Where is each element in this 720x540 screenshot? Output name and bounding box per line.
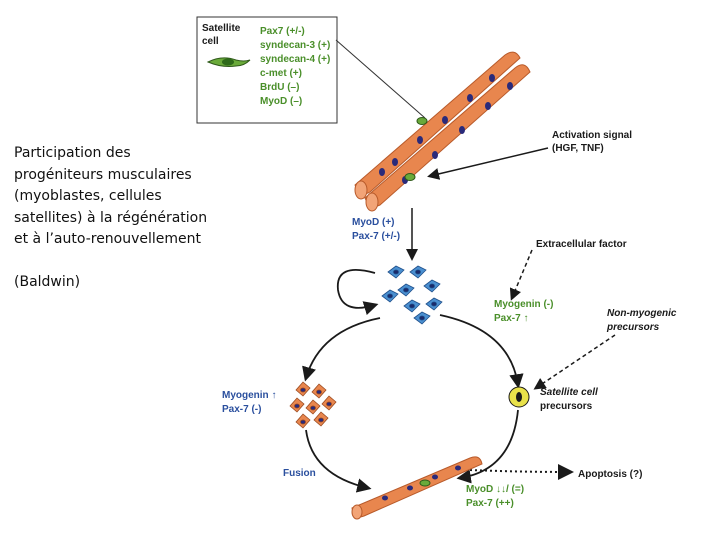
- caption-source: (Baldwin): [14, 273, 81, 290]
- caption-line: et à l’auto-renouvellement: [14, 231, 202, 247]
- myogenin-left-label: Pax-7 (-): [222, 404, 261, 415]
- legend-title: cell: [202, 36, 219, 47]
- myod-pax7-label: Pax-7 (+/-): [352, 231, 400, 242]
- cycle-arc-left: [302, 317, 381, 382]
- caption: Participation des progéniteurs musculair…: [14, 143, 219, 293]
- activation-signal-label: (HGF, TNF): [552, 143, 604, 154]
- legend-marker: Pax7 (+/-): [260, 26, 305, 37]
- myoblast-cluster: [381, 265, 443, 325]
- myogenin-right-label: Myogenin (-): [494, 299, 553, 310]
- fusion-arrow: [305, 429, 372, 493]
- cycle-arc-right: [439, 314, 524, 389]
- myocyte-cluster: [289, 381, 337, 429]
- legend-marker: BrdU (–): [260, 82, 299, 93]
- myod-bottom-label: MyoD ↓↓/ (=): [466, 484, 524, 495]
- caption-line: progéniteurs musculaires: [14, 166, 192, 183]
- myogenin-right-label: Pax-7 ↑: [494, 313, 528, 324]
- myod-pax7-label: MyoD (+): [352, 217, 395, 228]
- fusion-label: Fusion: [283, 468, 316, 479]
- satellite-precursor-cell: [508, 386, 530, 408]
- caption-line: (myoblastes, cellules: [14, 188, 162, 204]
- legend-marker: c-met (+): [260, 68, 302, 79]
- legend-marker: syndecan-3 (+): [260, 40, 330, 51]
- satellite-cell-icon: [206, 57, 251, 67]
- non-myogenic-label: precursors: [606, 322, 660, 333]
- muscle-fiber-top: [354, 51, 531, 212]
- satellite-precursor-label: precursors: [540, 401, 593, 412]
- muscle-fiber-bottom: [351, 456, 483, 520]
- apoptosis-label: Apoptosis (?): [578, 469, 642, 480]
- legend-pointer: [335, 39, 426, 119]
- caption-line: satellites) à la régénération: [14, 209, 208, 226]
- non-myogenic-label: Non-myogenic: [607, 308, 677, 319]
- legend-marker: syndecan-4 (+): [260, 54, 330, 65]
- activation-arrow: [427, 147, 549, 180]
- legend-title: Satellite: [202, 23, 241, 34]
- activation-signal-label: Activation signal: [552, 130, 632, 141]
- cycle-arc-return: [456, 409, 519, 484]
- myogenin-left-label: Myogenin ↑: [222, 390, 276, 401]
- extracellular-factor-label: Extracellular factor: [536, 239, 627, 250]
- apoptosis-arrow: [469, 463, 574, 480]
- non-myogenic-arrow: [533, 334, 616, 390]
- extracellular-arrow: [509, 249, 533, 301]
- legend-marker: MyoD (–): [260, 96, 302, 107]
- caption-line: Participation des: [14, 145, 131, 161]
- self-renewal-loop: [337, 269, 379, 316]
- myod-bottom-label: Pax-7 (++): [466, 498, 514, 509]
- satellite-precursor-label: Satellite cell: [540, 387, 598, 398]
- satellite-cell-legend: Satellite cell Pax7 (+/-) syndecan-3 (+)…: [196, 16, 338, 124]
